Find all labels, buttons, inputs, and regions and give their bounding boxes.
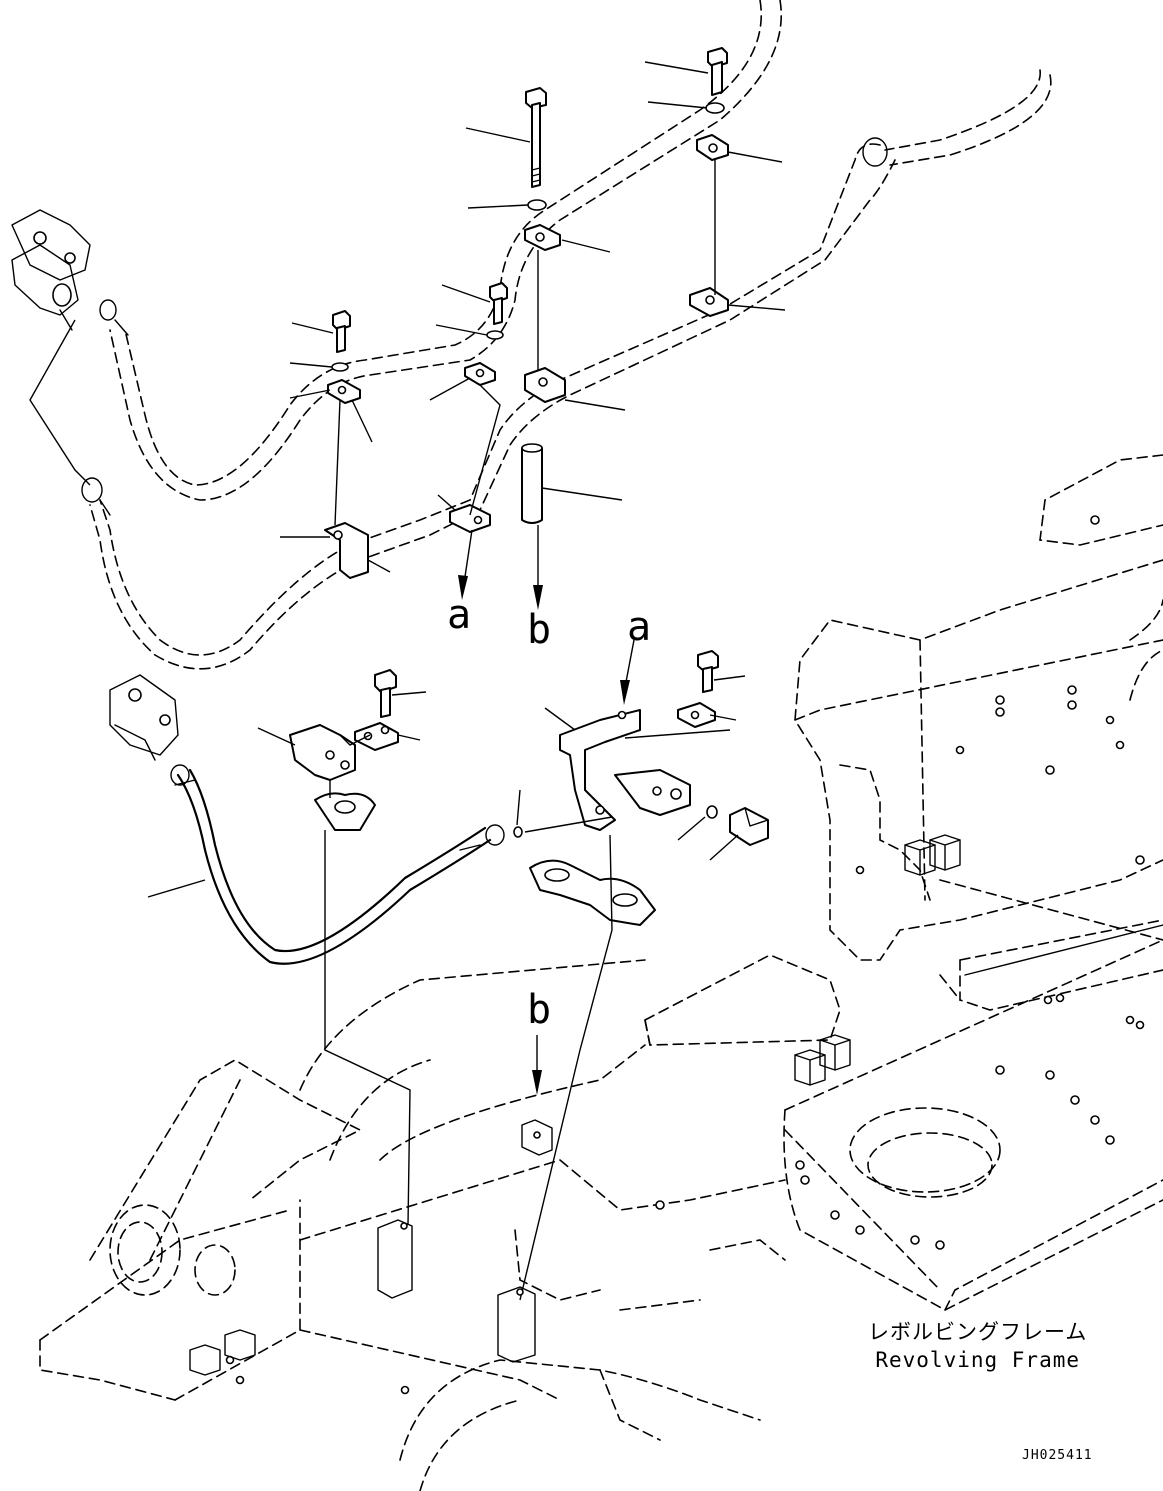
frame-label-japanese: レボルビングフレーム bbox=[868, 1320, 1088, 1344]
upper-clamp-assembly bbox=[280, 47, 786, 610]
revolving-frame-outline bbox=[39, 454, 1163, 1491]
frame-label-english: Revolving Frame bbox=[875, 1348, 1081, 1372]
reference-letter-b-upper: b bbox=[527, 607, 551, 653]
drawing-number: JH025411 bbox=[1022, 1448, 1093, 1463]
reference-letter-a-upper: a bbox=[447, 592, 471, 638]
lower-bracket-assembly bbox=[109, 639, 769, 1363]
reference-letter-b-lower: b bbox=[527, 987, 551, 1033]
hydraulic-piping bbox=[11, 0, 1052, 670]
reference-letter-a-lower: a bbox=[627, 604, 651, 650]
revolving-frame-label: レボルビングフレーム Revolving Frame bbox=[868, 1318, 1087, 1374]
